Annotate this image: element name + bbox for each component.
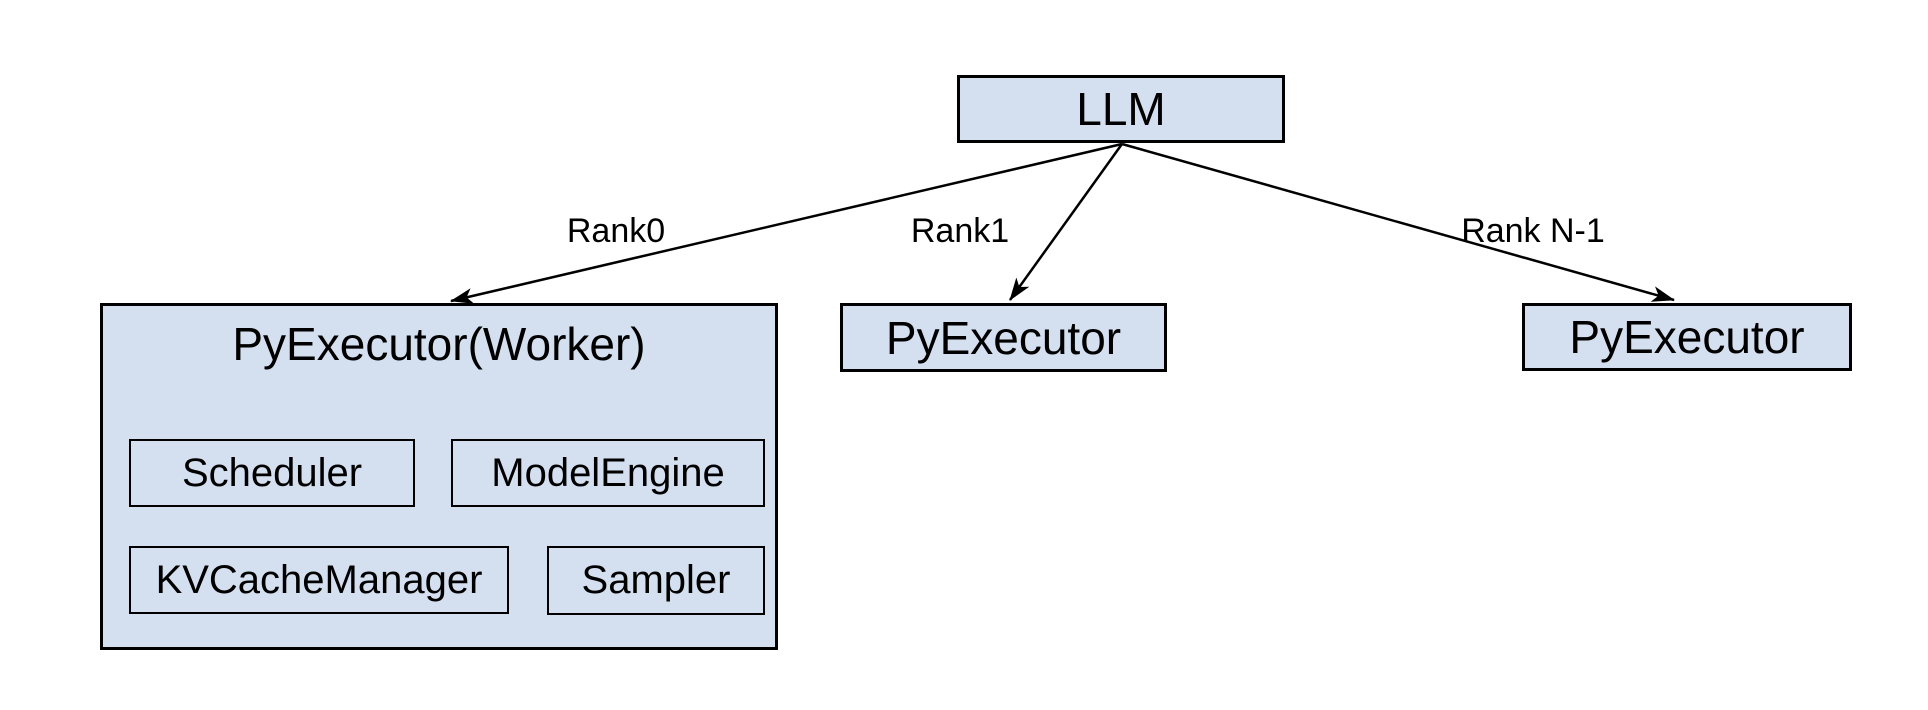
edge-label-rank-n: Rank N-1	[1461, 212, 1605, 250]
pyexecutor-rank-n-label: PyExecutor	[1569, 311, 1805, 363]
edge-label-rank1: Rank1	[910, 212, 1010, 250]
pyexecutor-rank1-label: PyExecutor	[885, 311, 1122, 364]
scheduler-node: Scheduler	[129, 439, 415, 507]
pyexecutor-rank-n-node: PyExecutor	[1522, 303, 1852, 371]
edge-label-rank0: Rank0	[566, 212, 666, 250]
pyexecutor-rank1-node: PyExecutor	[840, 303, 1167, 372]
model-engine-node: ModelEngine	[451, 439, 765, 507]
pyexecutor-worker-title: PyExecutor(Worker)	[232, 318, 646, 370]
kv-cache-manager-node: KVCacheManager	[129, 546, 509, 614]
llm-node-label: LLM	[1076, 83, 1166, 135]
pyexecutor-worker-node: PyExecutor(Worker) Scheduler ModelEngine…	[100, 303, 778, 650]
sampler-node: Sampler	[547, 546, 765, 615]
llm-node: LLM	[957, 75, 1285, 143]
